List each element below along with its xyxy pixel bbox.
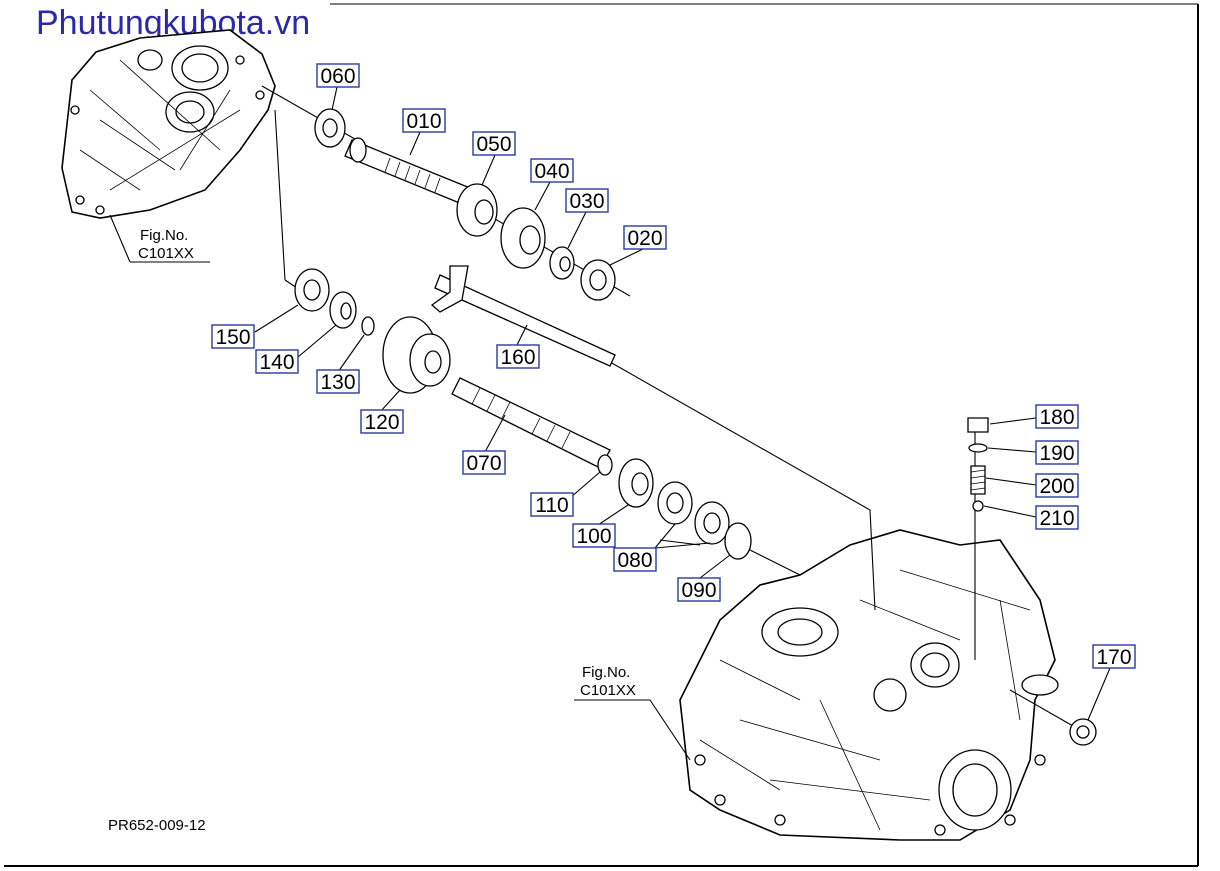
svg-text:190: 190 xyxy=(1039,442,1074,465)
part-gear-050 xyxy=(456,183,498,237)
svg-text:040: 040 xyxy=(534,160,569,183)
svg-text:060: 060 xyxy=(320,65,355,88)
callout-170: 170 xyxy=(1092,644,1136,669)
svg-text:C101XX: C101XX xyxy=(138,245,194,262)
part-washer-190 xyxy=(968,443,988,453)
svg-text:130: 130 xyxy=(320,371,355,394)
part-bearing-020 xyxy=(580,259,616,301)
callout-060: 060 xyxy=(316,63,360,88)
svg-text:150: 150 xyxy=(215,326,250,349)
svg-text:020: 020 xyxy=(627,227,662,250)
callout-090: 090 xyxy=(677,577,721,602)
callout-leaders xyxy=(109,86,1111,761)
part-plug-180 xyxy=(967,417,989,433)
callout-040: 040 xyxy=(530,158,574,183)
svg-text:180: 180 xyxy=(1039,406,1074,429)
callout-150: 150 xyxy=(211,324,255,349)
part-ring-130 xyxy=(361,316,375,336)
part-seal-170 xyxy=(1069,718,1097,746)
svg-text:030: 030 xyxy=(569,190,604,213)
callout-020: 020 xyxy=(623,225,667,250)
callout-180: 180 xyxy=(1035,404,1079,429)
part-gear-120 xyxy=(382,316,451,394)
svg-text:010: 010 xyxy=(406,110,441,133)
svg-text:C101XX: C101XX xyxy=(580,682,636,699)
part-ring-110 xyxy=(597,454,613,476)
fig-ref-top: Fig.No. C101XX xyxy=(138,227,194,262)
svg-text:140: 140 xyxy=(259,351,294,374)
part-shift-fork-160 xyxy=(430,265,616,367)
svg-text:090: 090 xyxy=(681,579,716,602)
part-gear-030 xyxy=(549,246,575,280)
part-spring-200 xyxy=(970,465,986,495)
callout-130: 130 xyxy=(316,369,360,394)
part-bearing-060 xyxy=(314,108,346,148)
part-ring-090 xyxy=(724,522,752,560)
part-bearing-080 xyxy=(657,481,730,545)
transmission-case xyxy=(679,529,1059,841)
callout-070: 070 xyxy=(462,450,506,475)
part-bearing-150 xyxy=(294,268,330,312)
callout-210: 210 xyxy=(1035,505,1079,530)
svg-text:Fig.No.: Fig.No. xyxy=(140,227,188,244)
callout-010: 010 xyxy=(402,108,446,133)
svg-text:100: 100 xyxy=(576,525,611,548)
callout-080: 080 xyxy=(613,547,657,572)
callout-200: 200 xyxy=(1035,473,1079,498)
svg-text:210: 210 xyxy=(1039,507,1074,530)
callout-110: 110 xyxy=(530,492,574,517)
part-shaft-010 xyxy=(344,137,471,205)
svg-text:080: 080 xyxy=(617,549,652,572)
svg-text:Fig.No.: Fig.No. xyxy=(582,664,630,681)
callout-100: 100 xyxy=(572,523,616,548)
svg-text:120: 120 xyxy=(364,411,399,434)
casing-cover xyxy=(61,29,276,219)
svg-text:170: 170 xyxy=(1096,646,1131,669)
svg-text:110: 110 xyxy=(535,494,568,517)
svg-text:160: 160 xyxy=(500,346,535,369)
callout-160: 160 xyxy=(496,344,540,369)
drawing-code: PR652-009-12 xyxy=(108,817,206,834)
callout-030: 030 xyxy=(565,188,609,213)
callout-190: 190 xyxy=(1035,440,1079,465)
svg-text:050: 050 xyxy=(476,133,511,156)
part-gear-140 xyxy=(329,291,357,329)
callout-140: 140 xyxy=(255,349,299,374)
part-gear-100 xyxy=(618,458,654,508)
svg-text:200: 200 xyxy=(1039,475,1074,498)
part-ball-210 xyxy=(972,500,984,512)
fig-ref-bottom: Fig.No. C101XX xyxy=(580,664,636,699)
part-gear-040 xyxy=(500,207,546,269)
callout-050: 050 xyxy=(472,131,516,156)
callout-120: 120 xyxy=(360,409,404,434)
svg-text:070: 070 xyxy=(466,452,501,475)
